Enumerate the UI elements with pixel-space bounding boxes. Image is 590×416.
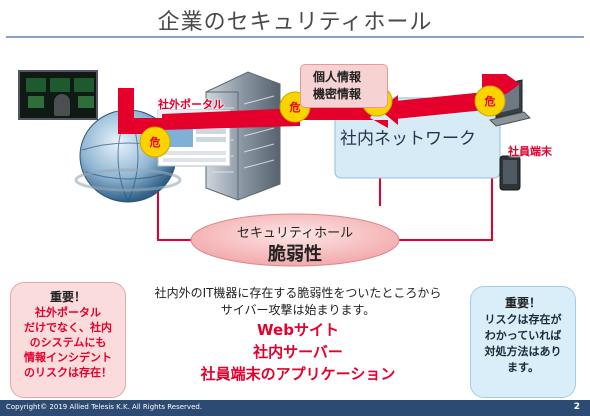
left-note-title: 重要！ (49, 290, 86, 304)
security-diagram: 危 危 危 危 (74, 71, 531, 267)
target-website: Webサイト (257, 321, 339, 339)
office-workers-photo (18, 70, 98, 120)
vulnerability-label: 脆弱性 (268, 244, 322, 265)
center-description: 社内外のIT機器に存在する脆弱性をついたところから サイバー攻撃は始まります。 (154, 286, 442, 317)
target-terminal-apps: 社員端末のアプリケーション (200, 365, 396, 383)
left-note-body: 社外ポータル だけでなく、社内 のシステムにも 情報インシデント のリスクは存在… (24, 306, 112, 379)
internal-network-box (334, 97, 501, 179)
sensitive-info-box: 個人情報 機密情報 (300, 64, 388, 108)
info-box-line-personal: 個人情報 (313, 70, 362, 84)
title-divider (6, 36, 584, 38)
external-portal-label: 社外ポータル (158, 98, 224, 111)
security-hole-ellipse (190, 213, 400, 267)
security-hole-title: セキュリティホール (236, 226, 354, 241)
slide-title: 企業のセキュリティホール (157, 10, 433, 35)
right-important-note: 重要！ リスクは存在が わかっていれば 対処方法はあり ます。 (470, 286, 576, 398)
info-box-line-confidential: 機密情報 (313, 87, 362, 101)
copyright-text: Copyright© 2019 Allied Telesis K.K. All … (6, 403, 203, 411)
danger-marker-portal: 危 (139, 126, 171, 158)
right-note-title: 重要！ (504, 296, 541, 310)
svg-text:危: 危 (149, 135, 161, 149)
left-important-note: 重要！ 社外ポータル だけでなく、社内 のシステムにも 情報インシデント のリス… (10, 282, 126, 398)
internal-network-label: 社内ネットワーク (340, 129, 476, 149)
right-note-body: リスクは存在が わかっていれば 対処方法はあり ます。 (484, 313, 562, 374)
danger-marker-terminal: 危 (474, 85, 506, 117)
target-internal-server: 社内サーバー (253, 343, 343, 361)
page-number: 2 (573, 402, 580, 412)
svg-text:危: 危 (484, 94, 496, 108)
center-explanation: 社内外のIT機器に存在する脆弱性をついたところから サイバー攻撃は始まります。 … (128, 285, 468, 385)
employee-terminal-label: 社員端末 (508, 145, 552, 158)
smartphone-icon (499, 155, 521, 191)
svg-text:危: 危 (289, 100, 301, 114)
footer-bar (0, 400, 590, 416)
